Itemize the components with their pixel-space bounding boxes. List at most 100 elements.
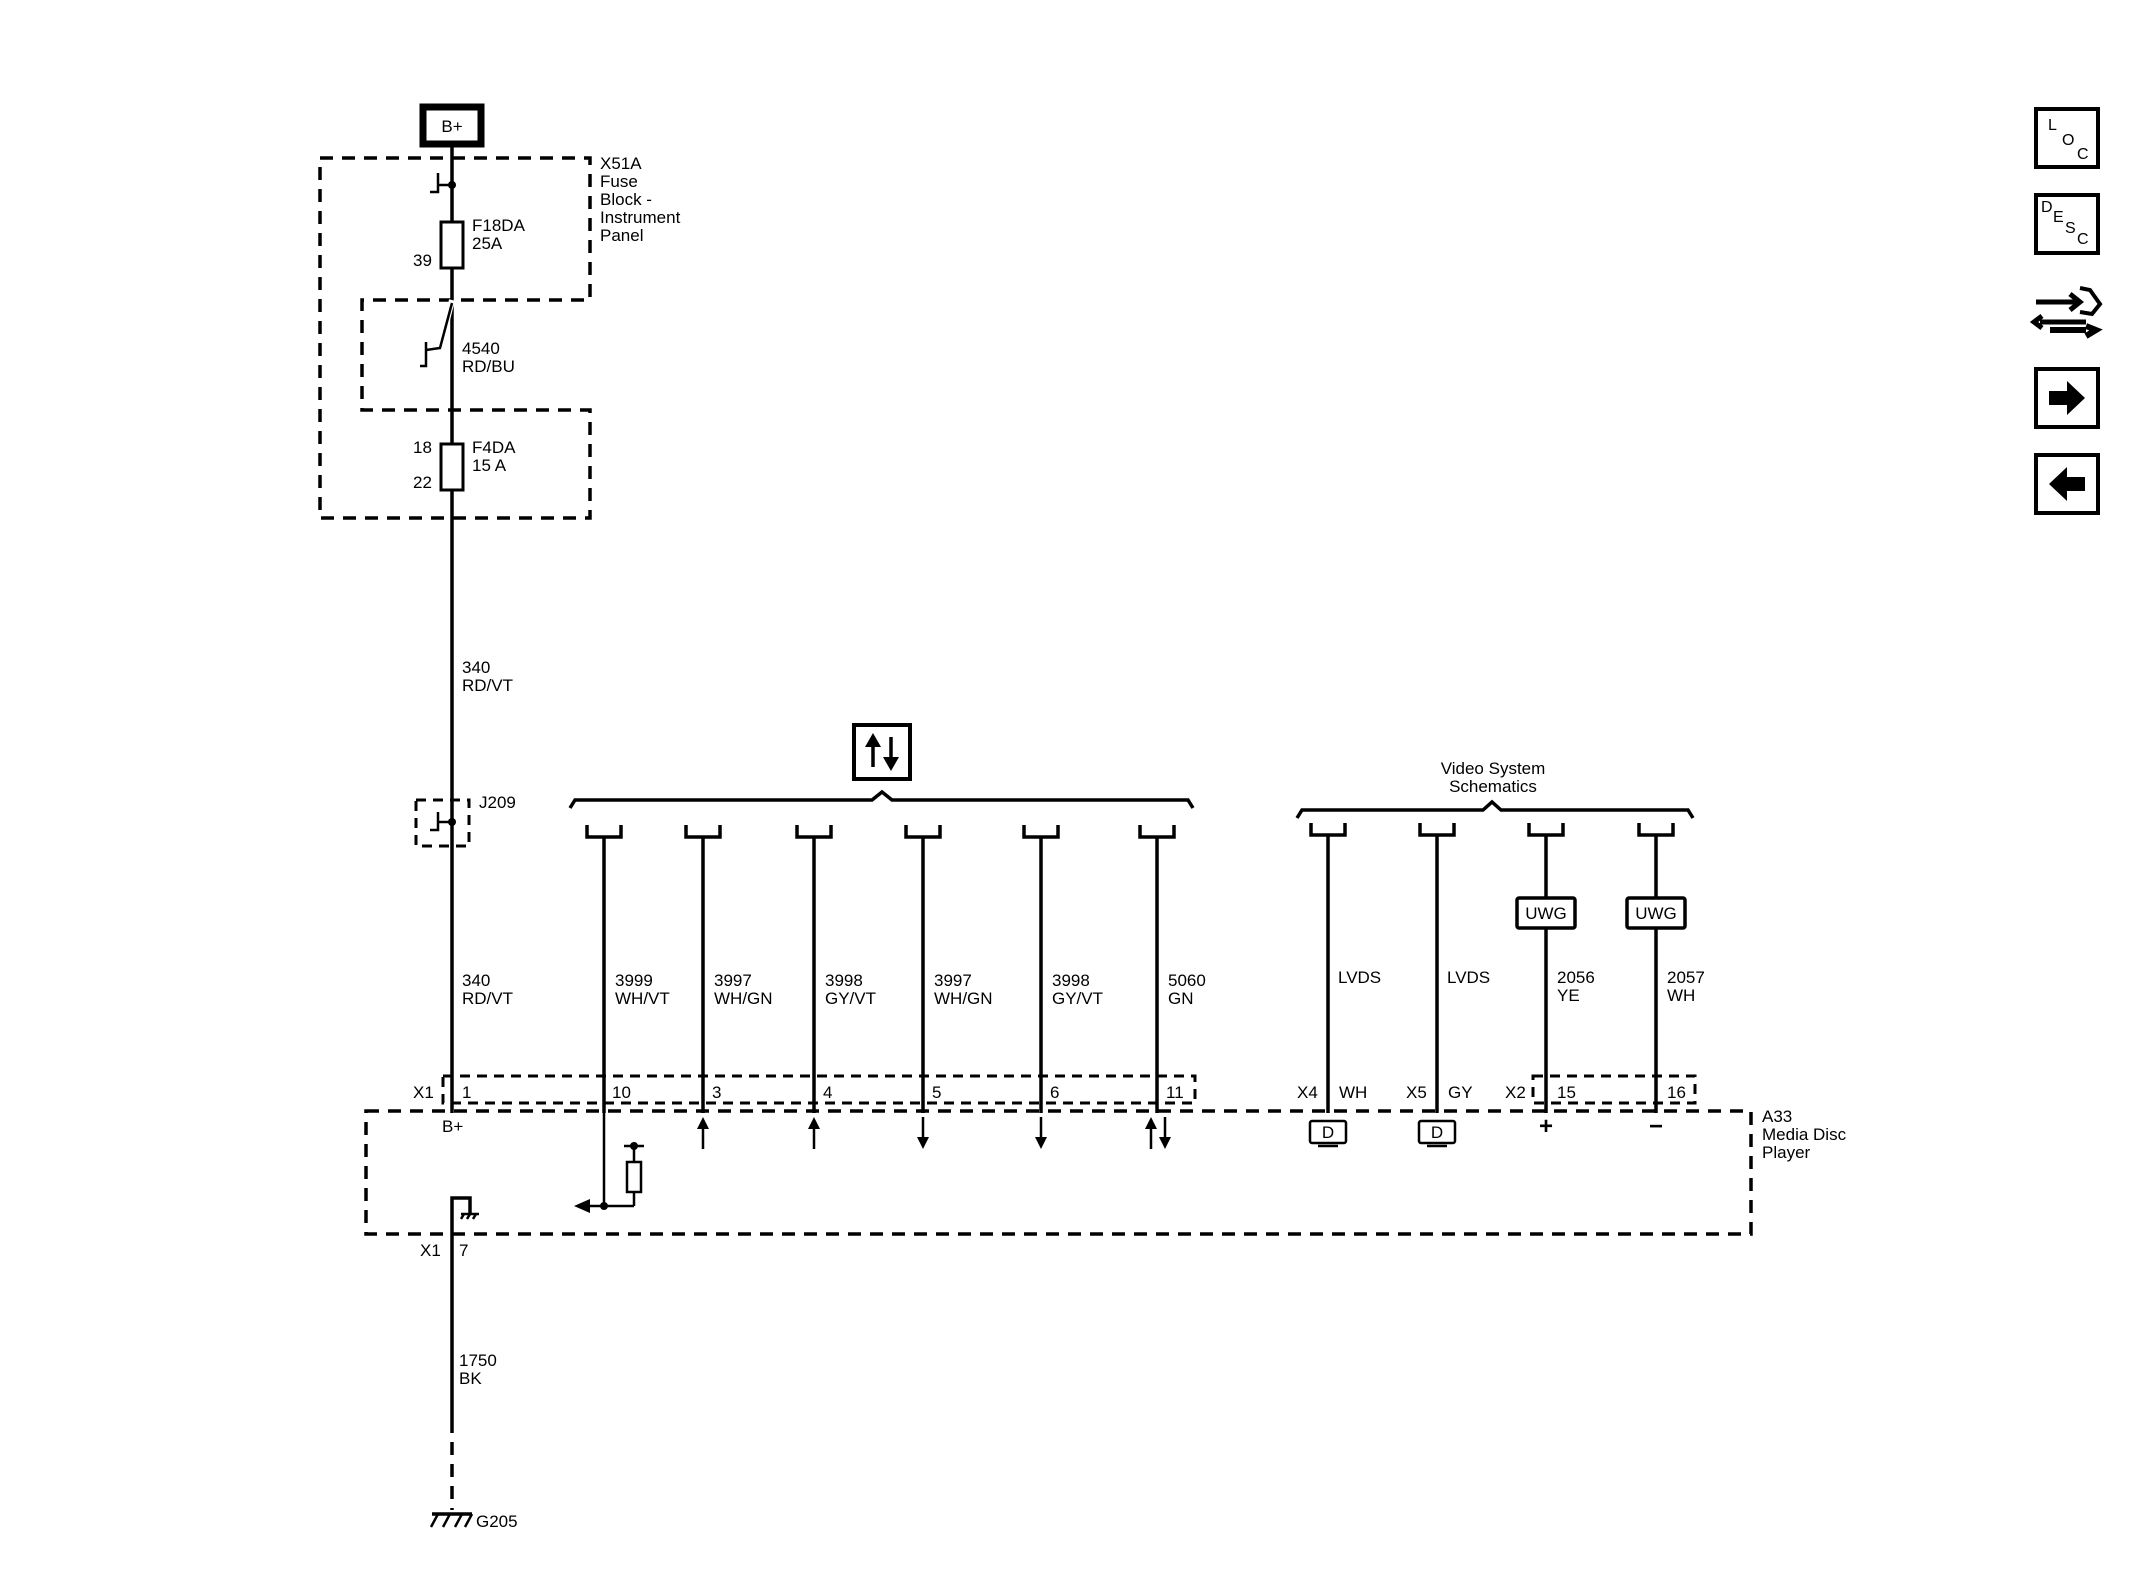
signal-wire-circuit-3: 3997 xyxy=(714,971,752,990)
video-bus-brace xyxy=(1295,799,1695,819)
lvds-icon-letter: D xyxy=(1431,1123,1443,1142)
input-arrow-icon xyxy=(697,1117,709,1149)
fuse-block-splice-icon xyxy=(430,173,456,194)
signal-wire-color-10: WH/VT xyxy=(615,989,670,1008)
wire-340-circuit-upper: 340 xyxy=(462,658,490,677)
wire-340-color-lower: RD/VT xyxy=(462,989,513,1008)
connector-cap-4 xyxy=(795,825,833,839)
input-arrow-icon xyxy=(808,1117,820,1149)
connector-cap-16 xyxy=(1637,823,1675,837)
wire-4540-circuit: 4540 xyxy=(462,339,500,358)
chassis-ground-icon xyxy=(429,1512,474,1528)
location-button[interactable]: L O C xyxy=(2034,107,2100,169)
shielded-wire-color-16: WH xyxy=(1667,986,1695,1005)
svg-text:B+: B+ xyxy=(441,117,462,136)
connector-repair-icon[interactable] xyxy=(2029,278,2104,344)
connector-pin-4: 4 xyxy=(823,1083,832,1102)
connector-cap-5 xyxy=(904,825,942,839)
ground-g205-label: G205 xyxy=(476,1512,518,1531)
output-arrow-icon xyxy=(1159,1117,1171,1149)
connector-pin-11: 11 xyxy=(1166,1083,1184,1102)
lvds-display-icon: D xyxy=(1417,1119,1457,1148)
uwg-tag-label: UWG xyxy=(1635,904,1677,923)
lvds-label-1: LVDS xyxy=(1338,968,1381,987)
connector-x1-outline xyxy=(441,1074,1197,1105)
signal-wire-color-5: WH/GN xyxy=(934,989,993,1008)
wire-340-color-upper: RD/VT xyxy=(462,676,513,695)
shielded-wire-circuit-15: 2056 xyxy=(1557,968,1595,987)
connector-x1-pin-supply: 1 xyxy=(462,1083,471,1102)
splice-j209: J209 xyxy=(414,793,516,848)
ground-wire-circuit: 1750 xyxy=(459,1351,497,1370)
connector-cap-11 xyxy=(1138,825,1176,839)
input-arrow-icon xyxy=(1145,1117,1157,1149)
splice-j209-label: J209 xyxy=(479,793,516,812)
signal-wire-color-4: GY/VT xyxy=(825,989,876,1008)
shielded-wire-circuit-16: 2057 xyxy=(1667,968,1705,987)
fuse-f18da-pin: 39 xyxy=(413,251,432,270)
signal-wire-color-6: GY/VT xyxy=(1052,989,1103,1008)
connector-cap-15 xyxy=(1527,823,1565,837)
desc-letter-c: C xyxy=(2077,231,2089,248)
fuse-f4da-pin-bottom: 22 xyxy=(413,473,432,492)
connector-x1-label: X1 xyxy=(413,1083,434,1102)
loc-letter-c: C xyxy=(2077,146,2089,163)
connector-cap-3 xyxy=(684,825,722,839)
uwg-tag: UWG xyxy=(1515,896,1577,930)
connector-pin-15: 15 xyxy=(1557,1083,1576,1102)
fuse-f4da: F4DA 15 A 18 22 xyxy=(413,438,516,492)
fuse-f18da-rating: 25A xyxy=(472,234,503,253)
battery-positive-terminal: B+ xyxy=(419,103,485,148)
lvds-display-icon: D xyxy=(1308,1119,1348,1148)
desc-letter-s: S xyxy=(2065,220,2076,237)
fuse-f18da: F18DA 25A 39 xyxy=(413,216,526,270)
signal-wire-color-11: GN xyxy=(1168,989,1194,1008)
signal-wire-circuit-5: 3997 xyxy=(934,971,972,990)
desc-letter-e: E xyxy=(2053,209,2064,226)
relay-switch-icon xyxy=(420,299,455,368)
connector-pin-6: 6 xyxy=(1050,1083,1059,1102)
module-a33-desc-2: Player xyxy=(1762,1143,1811,1162)
video-system-title-2: Schematics xyxy=(1449,777,1537,796)
desc-letter-d: D xyxy=(2041,199,2053,216)
output-arrow-icon xyxy=(1035,1117,1047,1149)
module-a33-outline xyxy=(364,1109,1753,1236)
lvds-label-2: LVDS xyxy=(1447,968,1490,987)
wire-340-circuit-lower: 340 xyxy=(462,971,490,990)
wire-4540-color: RD/BU xyxy=(462,357,515,376)
next-page-button[interactable] xyxy=(2034,367,2100,429)
connector-cap-10 xyxy=(585,825,623,839)
supply-pin-label: B+ xyxy=(442,1117,463,1136)
signal-wire-circuit-10: 3999 xyxy=(615,971,653,990)
signal-wire-group: 3999WH/VT103997WH/GN33998GY/VT43997WH/GN… xyxy=(602,837,1206,1149)
lvds-icon-letter: D xyxy=(1322,1123,1334,1142)
previous-page-button[interactable] xyxy=(2034,453,2100,515)
fuse-block-desc-3: Instrument xyxy=(600,208,681,227)
lvds-color-2: GY xyxy=(1448,1083,1473,1102)
loc-letter-o: O xyxy=(2062,132,2075,149)
signal-wire-color-3: WH/GN xyxy=(714,989,773,1008)
positive-sign-icon: + xyxy=(1539,1113,1553,1140)
connector-x2-label: X2 xyxy=(1505,1083,1526,1102)
ground-wire-color: BK xyxy=(459,1369,482,1388)
negative-sign-icon: − xyxy=(1649,1113,1663,1140)
fuse-block-desc-4: Panel xyxy=(600,226,643,245)
output-arrow-icon xyxy=(917,1117,929,1149)
data-communication-icon xyxy=(852,723,912,781)
fuse-f4da-rating: 15 A xyxy=(472,456,507,475)
next-page-arrow-icon xyxy=(2049,381,2085,415)
connector-pin-16: 16 xyxy=(1667,1083,1686,1102)
connector-pin-10: 10 xyxy=(612,1083,631,1102)
uwg-tag-label: UWG xyxy=(1525,904,1567,923)
module-a33-name: A33 xyxy=(1762,1107,1792,1126)
fuse-f4da-name: F4DA xyxy=(472,438,516,457)
internal-ground-icon xyxy=(450,1196,479,1240)
lvds-connector-1: X4 xyxy=(1297,1083,1318,1102)
previous-page-arrow-icon xyxy=(2049,467,2085,501)
uwg-tag: UWG xyxy=(1625,896,1687,930)
description-button[interactable]: D E S C xyxy=(2034,193,2100,255)
pin10-internal-circuit xyxy=(574,1113,644,1213)
connector-cap-lvds-1 xyxy=(1309,823,1347,837)
